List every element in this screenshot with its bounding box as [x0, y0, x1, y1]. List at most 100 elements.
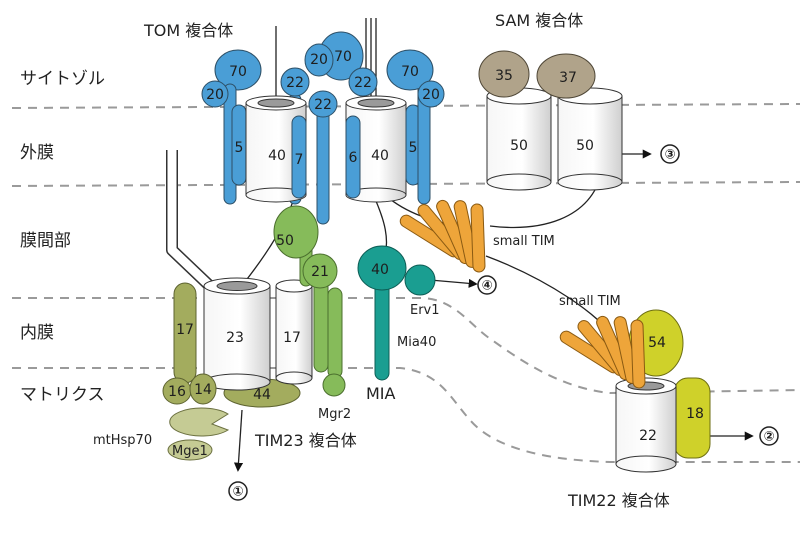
small-tim-upper-label: small TIM: [493, 234, 555, 249]
mgr2-head: [322, 373, 346, 397]
tim21-label: 21: [311, 264, 329, 280]
tom6: [345, 115, 361, 199]
sam37-label: 37: [559, 70, 577, 86]
tim23-matrix-path: [233, 409, 244, 472]
tim50-label: 50: [276, 233, 294, 249]
mia40-stalk: [374, 279, 390, 381]
tim54-label: 54: [648, 335, 666, 351]
tom22-left-label: 22: [286, 75, 304, 91]
mia40-label: Mia40: [397, 335, 436, 350]
tim44-label: 44: [253, 387, 271, 403]
tim22-complex: [615, 309, 711, 473]
tom20-center-head: [304, 43, 334, 77]
tom-complex-title: TOM 複合体: [143, 21, 233, 40]
tim18-label: 18: [686, 406, 704, 422]
tim23-label: 23: [226, 330, 244, 346]
sam50-left-body: [486, 95, 552, 183]
outer-membrane-bottom-line: [11, 181, 801, 187]
zone-label-outer-membrane: 外膜: [20, 143, 54, 163]
pathway-1-marker: ①: [228, 481, 248, 501]
membrane-lines: [11, 103, 801, 463]
small-tim-lower-rod-5: [630, 319, 646, 389]
zone-label-matrix: マトリクス: [20, 385, 105, 405]
tom22-left-head: [280, 67, 310, 97]
tim23-body: [203, 285, 271, 383]
tom5-left-label: 5: [235, 140, 244, 156]
tom20-right-head: [417, 80, 445, 108]
tim23-pore: [216, 281, 258, 291]
mgr2-label: Mgr2: [318, 407, 351, 422]
sam50-left-bottom: [486, 173, 552, 191]
tom20-center-label: 20: [310, 52, 328, 68]
tom7: [291, 115, 307, 199]
pathway-2-marker: ②: [759, 426, 779, 446]
tim22-complex-title: TIM22 複合体: [567, 491, 670, 510]
tim17-right-label: 17: [283, 330, 301, 346]
small-tim-lower: [559, 315, 646, 389]
erv1-label: Erv1: [410, 303, 440, 318]
sam35-label: 35: [495, 68, 513, 84]
tim14: [189, 373, 217, 405]
zone-label-inner-membrane: 内膜: [20, 323, 54, 343]
mia-title: MIA: [366, 384, 396, 403]
tom40-right-pore: [357, 98, 395, 108]
tim22-label: 22: [639, 428, 657, 444]
tom20-left-head: [201, 80, 229, 108]
tom70-center-label: 70: [334, 49, 352, 65]
mia40-number-label: 40: [371, 262, 389, 278]
mgr2-stalk: [327, 287, 343, 379]
sam50-left-label: 50: [510, 138, 528, 154]
tom22-center-label: 22: [354, 75, 372, 91]
pathway-4-marker: ④: [477, 275, 497, 295]
tom22-inner-head: [308, 90, 338, 118]
sam50-right-bottom: [557, 173, 623, 191]
mia-complex: [357, 245, 436, 381]
sam-complex-title: SAM 複合体: [495, 11, 583, 30]
tom22-inner-label: 22: [314, 97, 332, 113]
tim17-left-label: 17: [176, 322, 194, 338]
mthsp70-label: mtHsp70: [93, 433, 152, 448]
tom70-left-head: [214, 49, 262, 91]
tom6-label: 6: [349, 150, 358, 166]
tim23-complex-title: TIM23 複合体: [254, 431, 357, 450]
small-tim-upper: [399, 199, 486, 273]
sam50-right-label: 50: [576, 138, 594, 154]
small-tim-lower-label: small TIM: [559, 294, 621, 309]
tom7-label: 7: [295, 152, 304, 168]
tim21-stalk: [313, 275, 329, 373]
tom40-right-bottom: [345, 187, 407, 203]
tom20-left-label: 20: [206, 87, 224, 103]
tom70-right-label: 70: [401, 64, 419, 80]
pathway-3-marker: ③: [660, 144, 680, 164]
pathway-4-label: ④: [481, 279, 492, 294]
inner-membrane-bottom-line: [12, 367, 800, 463]
tim22-body: [615, 385, 677, 465]
erv1: [404, 264, 436, 296]
tom40-left-pore: [257, 98, 295, 108]
sam35: [478, 50, 530, 98]
tim21-head: [302, 253, 338, 289]
presequence-hook-fill: [167, 150, 218, 294]
tom20-right-label: 20: [422, 87, 440, 103]
mge1-label: Mge1: [172, 444, 208, 459]
tim50-head: [273, 205, 319, 259]
tim23-complex: [162, 205, 346, 461]
pathway-2-label: ②: [763, 430, 774, 445]
tom22-center-head: [348, 67, 378, 97]
pathway-4-circle: [477, 275, 497, 295]
tom70-right-head: [386, 49, 434, 91]
mthsp70: [169, 407, 230, 437]
mge1: [167, 439, 213, 461]
sam-complex: [478, 50, 623, 191]
tim16-label: 16: [168, 384, 186, 400]
small-tim-upper-rod-5: [470, 203, 486, 273]
mia-export-path-4: [429, 278, 478, 288]
tim17-right-bottom: [275, 371, 313, 385]
inner-membrane-top-line: [12, 297, 801, 395]
zone-label-intermembrane-space: 膜間部: [20, 231, 71, 251]
tom40-left-bottom: [245, 187, 307, 203]
tom70-left-label: 70: [229, 64, 247, 80]
pathway-1-circle: [228, 481, 248, 501]
zone-label-cytosol: サイトゾル: [20, 69, 105, 89]
